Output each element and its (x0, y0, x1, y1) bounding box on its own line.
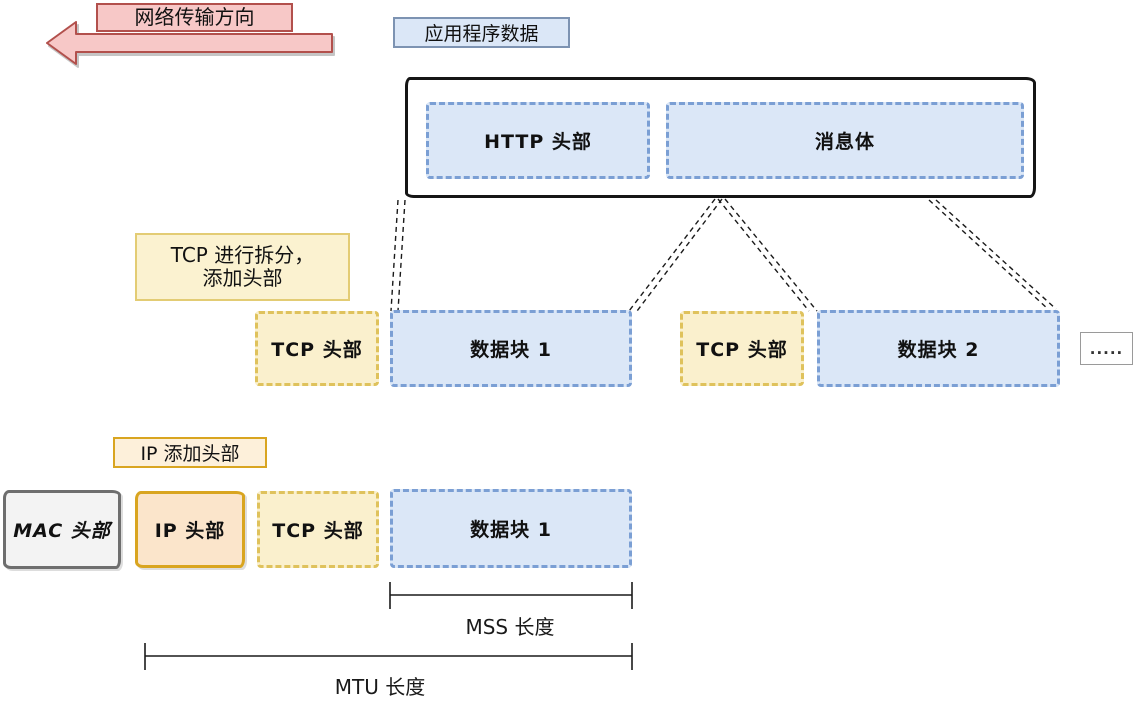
message-body-box: 消息体 (666, 102, 1024, 179)
application-data-box: HTTP 头部 消息体 (405, 77, 1036, 198)
mss-bracket (389, 582, 633, 609)
ellipsis-box: ..... (1080, 332, 1133, 365)
ip-note-label: IP 添加头部 (113, 437, 267, 468)
app-data-label: 应用程序数据 (393, 17, 570, 48)
data-chunk-2-box: 数据块 2 (817, 310, 1060, 387)
mtu-length-label: MTU 长度 (334, 675, 426, 699)
tcp-header-box-packet: TCP 头部 (257, 491, 379, 568)
tcp-header-box-1: TCP 头部 (255, 311, 379, 386)
split-connector-lines (390, 198, 1057, 312)
mss-length-label: MSS 长度 (465, 615, 555, 639)
direction-label: 网络传输方向 (96, 3, 293, 32)
data-chunk-1-box-packet: 数据块 1 (390, 489, 632, 568)
data-chunk-1-box: 数据块 1 (390, 310, 632, 387)
mtu-bracket (144, 643, 633, 670)
tcp-header-box-2: TCP 头部 (680, 311, 804, 386)
left-arrow-icon (46, 21, 333, 65)
tcp-split-note: TCP 进行拆分， 添加头部 (135, 233, 350, 301)
tcp-split-note-line2: 添加头部 (202, 266, 283, 290)
mac-header-box: MAC 头部 (3, 490, 121, 569)
ip-header-box: IP 头部 (135, 491, 245, 568)
http-header-box: HTTP 头部 (426, 102, 650, 179)
tcp-split-note-line1: TCP 进行拆分， (170, 243, 315, 267)
